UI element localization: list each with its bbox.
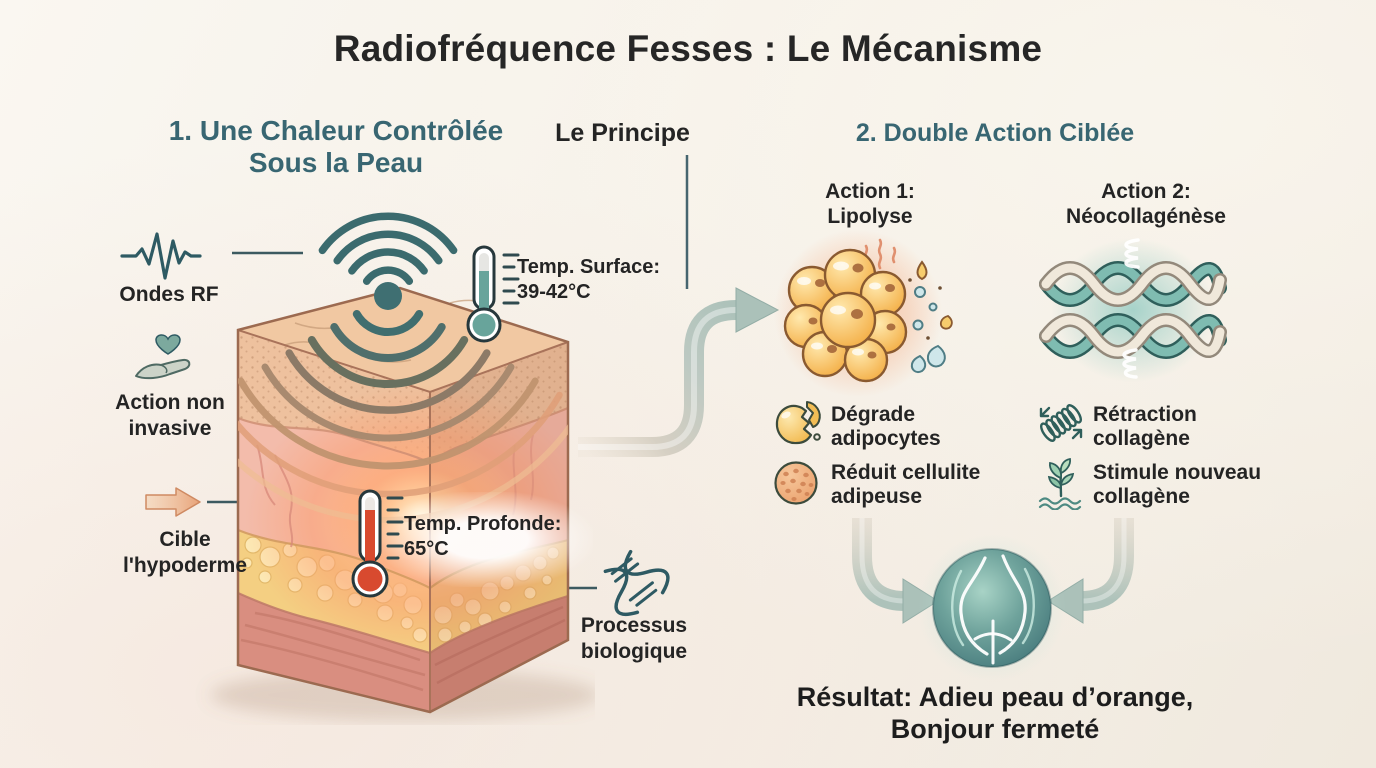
label-line: adipeuse: [831, 484, 923, 508]
label-line: biologique: [580, 639, 688, 663]
dimples: [780, 468, 814, 501]
section-heading-controlled-heat: 1. Une Chaleur Contrôlée Sous la Peau: [136, 115, 536, 179]
label-line: Rétraction: [1093, 403, 1197, 426]
label-line: Stimule nouveau: [1093, 461, 1262, 484]
label-line: Réduit cellulite: [831, 461, 981, 484]
label-line: Temp. Profonde:: [404, 513, 562, 535]
label-processus-biologique: Processus biologique: [568, 613, 700, 664]
label-line: invasive: [128, 416, 212, 440]
label-action-non-invasive: Action non invasive: [100, 390, 240, 441]
label-line: Processus: [580, 614, 688, 637]
heart-shape: [155, 334, 181, 355]
fat-cells-lipolysis-illustration: [774, 229, 953, 397]
retraction-arrows: [1039, 406, 1083, 440]
label-line: 65°C: [404, 537, 449, 560]
label-line: adipocytes: [831, 426, 941, 450]
action2-title: Action 2: Néocollagénèse: [1040, 180, 1252, 230]
label-line: Cible: [159, 528, 211, 551]
result-caption: Résultat: Adieu peau d’orange, Bonjour f…: [770, 681, 1220, 746]
water-waves: [1038, 497, 1082, 510]
label-line: Dégrade: [831, 403, 916, 426]
cell-nuclei: [808, 263, 896, 359]
new-collagen-sprout-icon: [1038, 457, 1082, 510]
label-line: collagène: [1093, 426, 1190, 450]
action-title-line: Action 2:: [1101, 180, 1191, 203]
target-arrow-icon: [145, 487, 201, 517]
principle-flow-arrow: [578, 287, 780, 457]
result-line: Résultat: Adieu peau d’orange,: [796, 682, 1194, 712]
result-line: Bonjour fermeté: [890, 714, 1100, 745]
action1-title: Action 1: Lipolyse: [790, 180, 950, 230]
action-title-line: Néocollagénèse: [1066, 204, 1226, 228]
label-line: l'hypoderme: [122, 553, 248, 577]
page-title: Radiofréquence Fesses : Le Mécanisme: [333, 28, 1043, 69]
section-heading-principle: Le Principe: [555, 119, 690, 147]
deep-thermometer-icon: [351, 489, 404, 598]
action-title-line: Action 1:: [825, 180, 915, 203]
muscle-layer: [238, 593, 568, 712]
collagen-retraction-icon: [1039, 404, 1083, 442]
action-title-line: Lipolyse: [827, 204, 913, 228]
label-line: collagène: [1093, 484, 1190, 508]
hand-heart-icon: [135, 334, 191, 380]
fiber-weave: [1039, 261, 1227, 359]
thermometer-ticks: [386, 496, 404, 560]
deep-temp-label-glow: [378, 492, 593, 587]
released-droplets: [908, 260, 953, 374]
skin-surface-top-face: [238, 288, 568, 392]
dna-icon: [603, 549, 670, 617]
broken-fat-cell-icon: [775, 401, 821, 445]
collagen-fibers-illustration: [1039, 238, 1227, 382]
spring-coil: [1040, 404, 1082, 442]
label-temp-profonde: Temp. Profonde: 65°C: [404, 512, 561, 562]
result-buttocks-icon: [918, 534, 1066, 682]
heading-line: Sous la Peau: [248, 146, 424, 178]
buttocks-silhouette-lines: [951, 554, 1035, 665]
label-line: 39-42°C: [517, 280, 591, 303]
label-line: Temp. Surface:: [517, 256, 660, 278]
rf-emitter-waves: [318, 212, 458, 310]
rf-wave-icon: [120, 232, 202, 280]
section-heading-double-action: 2. Double Action Ciblée: [855, 119, 1135, 147]
label-retraction-collagene: Rétraction collagène: [1093, 403, 1197, 451]
cell-highlights: [797, 261, 881, 356]
label-stimule-collagene: Stimule nouveau collagène: [1093, 461, 1261, 509]
energy-coils: [1122, 238, 1140, 379]
label-cible-hypoderme: Cible l'hypoderme: [110, 527, 260, 578]
label-reduit-cellulite: Réduit cellulite adipeuse: [831, 461, 980, 509]
label-degrade-adipocytes: Dégrade adipocytes: [831, 403, 941, 451]
surface-thermometer-icon: [466, 245, 520, 343]
label-temp-surface: Temp. Surface: 39-42°C: [517, 255, 660, 305]
label-line: Action non: [115, 391, 225, 414]
cellulite-skin-icon: [774, 461, 818, 505]
thermometer-ticks: [502, 253, 520, 305]
hand-shape: [135, 358, 191, 380]
heading-line: 1. Une Chaleur Contrôlée: [168, 115, 504, 146]
label-ondes-rf: Ondes RF: [119, 283, 219, 306]
